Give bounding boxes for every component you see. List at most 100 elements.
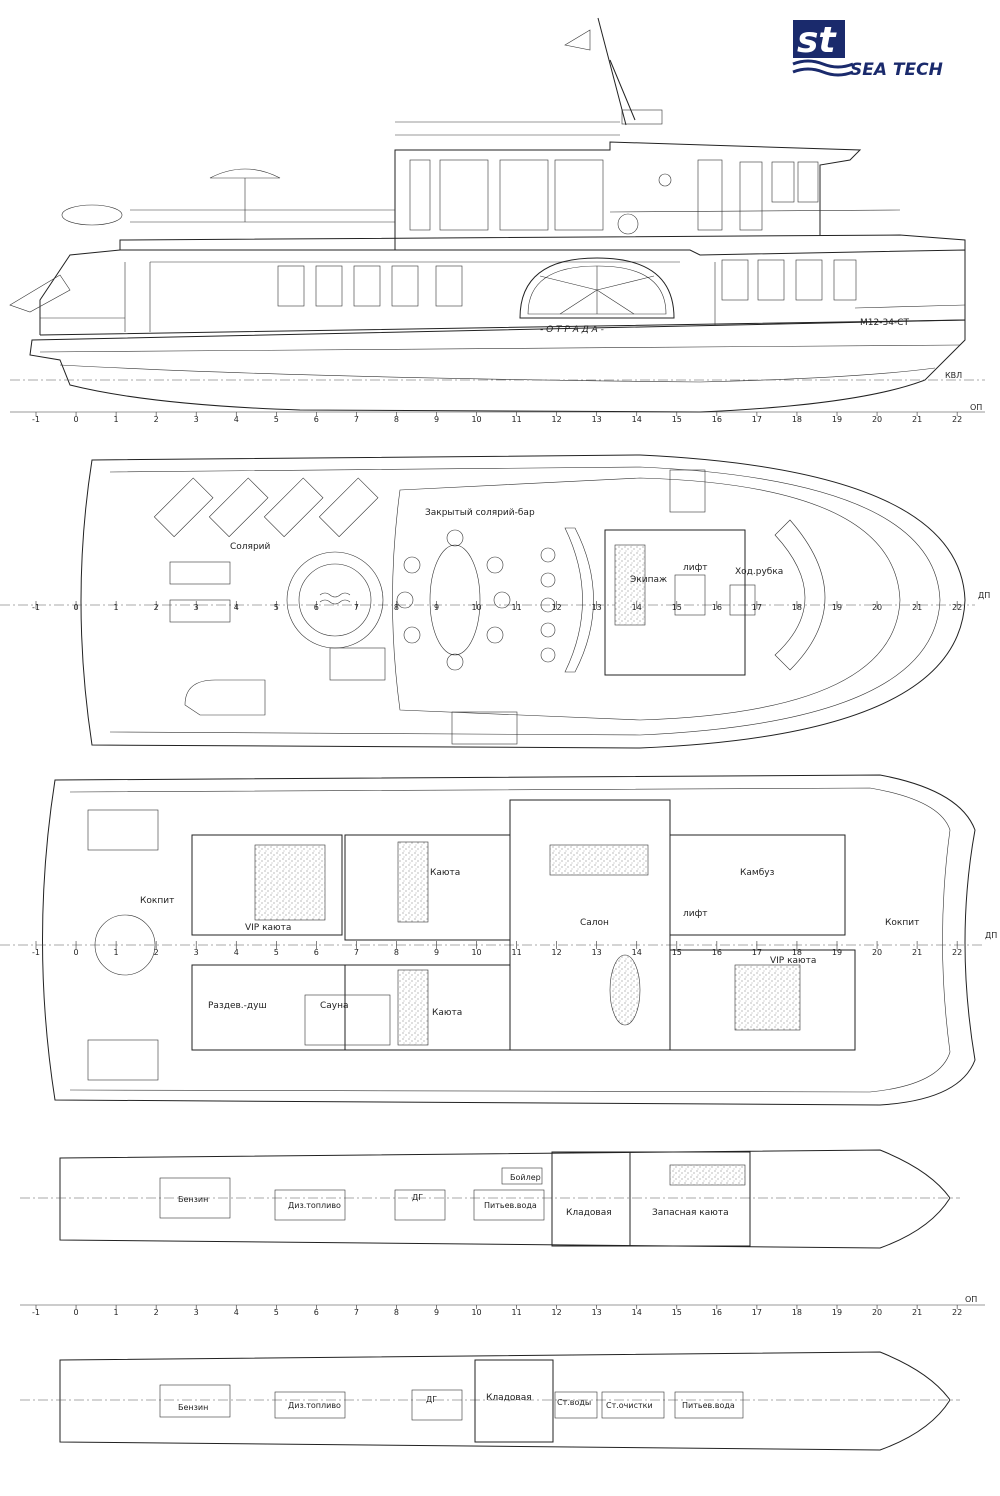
upper-deck-plan: ДП xyxy=(0,454,990,749)
main-deck-plan: ДП Кокпит VIP каюта Каюта Каюта Раздев.-… xyxy=(0,774,997,1106)
tender-boat-icon xyxy=(9,204,123,313)
sauna-block xyxy=(191,964,346,1051)
stair-upper-4 xyxy=(451,711,518,745)
hull-outline xyxy=(29,319,966,413)
stair-upper-2 xyxy=(184,679,266,716)
umbrella-icon xyxy=(209,168,281,222)
room-storeroom-1: Кладовая xyxy=(566,1208,612,1218)
frame-number-main: 21 xyxy=(912,948,922,957)
main-superstructure xyxy=(39,249,966,336)
frame-number-profile: 9 xyxy=(434,415,439,424)
frame-number-lower: 11 xyxy=(512,1308,522,1317)
frame-number-profile: 6 xyxy=(314,415,319,424)
frame-number-main: 0 xyxy=(74,948,79,957)
centerline-label-upper: ДП xyxy=(978,591,990,600)
frame-number-main: 11 xyxy=(512,948,522,957)
frame-number-profile: 13 xyxy=(592,415,602,424)
salon-arch-window xyxy=(519,257,675,319)
frame-number-main: 9 xyxy=(434,948,439,957)
frame-number-lower: 1 xyxy=(114,1308,119,1317)
lower-deck-plan-1: Бензин Диз.топливо ДГ Бойлер Питьев.вода… xyxy=(20,1149,960,1249)
room-galley: Камбуз xyxy=(740,868,775,878)
main-deck-windows xyxy=(277,259,857,307)
frame-number-profile: 16 xyxy=(712,415,722,424)
frame-number-profile: 2 xyxy=(154,415,159,424)
frame-number-upper: 7 xyxy=(354,603,359,612)
frame-number-upper: 18 xyxy=(792,603,802,612)
frame-number-upper: 11 xyxy=(512,603,522,612)
frame-number-main: 17 xyxy=(752,948,762,957)
lower-deck-plan-2: Бензин Диз.топливо ДГ Кладовая Ст.воды С… xyxy=(20,1351,960,1451)
frame-number-lower: 6 xyxy=(314,1308,319,1317)
frame-number-main: 22 xyxy=(952,948,962,957)
room-crew: Экипаж xyxy=(630,575,667,585)
frame-number-lower: 9 xyxy=(434,1308,439,1317)
frame-number-profile: 10 xyxy=(471,415,481,424)
room-diesel-1: Диз.топливо xyxy=(288,1201,341,1210)
frame-number-main: 1 xyxy=(114,948,119,957)
hull-stripe xyxy=(39,344,961,353)
frame-number-lower: 21 xyxy=(912,1308,922,1317)
frame-number-main: 10 xyxy=(471,948,481,957)
frame-number-upper: 0 xyxy=(74,603,79,612)
frame-number-main: 15 xyxy=(672,948,682,957)
frame-number-upper: 5 xyxy=(274,603,279,612)
frame-number-lower: 10 xyxy=(471,1308,481,1317)
room-cockpit-aft: Кокпит xyxy=(140,896,174,906)
hull-waterline xyxy=(59,364,936,383)
frame-number-main: 19 xyxy=(832,948,842,957)
room-changing-shower: Раздев.-душ xyxy=(208,1001,267,1011)
room-solarium: Солярий xyxy=(230,542,271,552)
room-vip-cabin-fwd: VIP каюта xyxy=(770,956,816,966)
room-drinking-water-1: Питьев.вода xyxy=(484,1201,537,1210)
frame-number-profile: 7 xyxy=(354,415,359,424)
frame-number-upper: 16 xyxy=(712,603,722,612)
frame-number-main: -1 xyxy=(32,948,40,957)
frame-number-upper: 21 xyxy=(912,603,922,612)
room-salon: Салон xyxy=(580,918,609,928)
logo-wave-icon xyxy=(792,59,854,69)
side-profile-view: - О Т Р А Д А - М12-34-СТ xyxy=(9,17,985,424)
room-petrol-2: Бензин xyxy=(178,1403,208,1412)
room-cabin-upper: Каюта xyxy=(430,868,460,878)
baseline-label: ОП xyxy=(970,403,982,412)
frame-number-lower: -1 xyxy=(32,1308,40,1317)
vessel-registration: М12-34-СТ xyxy=(860,318,909,328)
frame-number-profile: 8 xyxy=(394,415,399,424)
lower-deck-2-hull-outline xyxy=(59,1351,951,1451)
frame-number-upper: 20 xyxy=(872,603,882,612)
sunbeds xyxy=(153,477,379,623)
galley-block xyxy=(669,834,846,936)
main-deck-hull-outline xyxy=(42,774,976,1106)
centerline-label-main: ДП xyxy=(985,931,997,940)
frame-number-main: 13 xyxy=(592,948,602,957)
frame-number-profile: 22 xyxy=(952,415,962,424)
frame-number-upper: 17 xyxy=(752,603,762,612)
frame-number-profile: 19 xyxy=(832,415,842,424)
frame-number-upper: 8 xyxy=(394,603,399,612)
frame-number-lower: 15 xyxy=(672,1308,682,1317)
room-spare-cabin: Запасная каюта xyxy=(652,1208,729,1218)
room-petrol-1: Бензин xyxy=(178,1195,208,1204)
logo-brand-text: SEA TECH xyxy=(850,60,943,80)
frame-number-lower: 22 xyxy=(952,1308,962,1317)
room-lift-main: лифт xyxy=(683,909,708,919)
vip-cabin-fwd-block xyxy=(669,949,856,1051)
frame-number-main: 2 xyxy=(154,948,159,957)
frame-number-main: 5 xyxy=(274,948,279,957)
frame-number-lower: 0 xyxy=(74,1308,79,1317)
frame-number-profile: 1 xyxy=(114,415,119,424)
stair-upper-1 xyxy=(329,647,386,681)
baseline-label-lower: ОП xyxy=(965,1295,977,1304)
waterline-label: КВЛ xyxy=(945,371,962,380)
room-lift-upper: лифт xyxy=(683,563,708,573)
frame-number-lower: 17 xyxy=(752,1308,762,1317)
sea-tech-logo: st SEA TECH xyxy=(792,20,943,80)
frame-number-upper: 1 xyxy=(114,603,119,612)
frame-number-lower: 5 xyxy=(274,1308,279,1317)
frame-number-profile: 5 xyxy=(274,415,279,424)
vessel-name: - О Т Р А Д А - xyxy=(540,325,604,335)
